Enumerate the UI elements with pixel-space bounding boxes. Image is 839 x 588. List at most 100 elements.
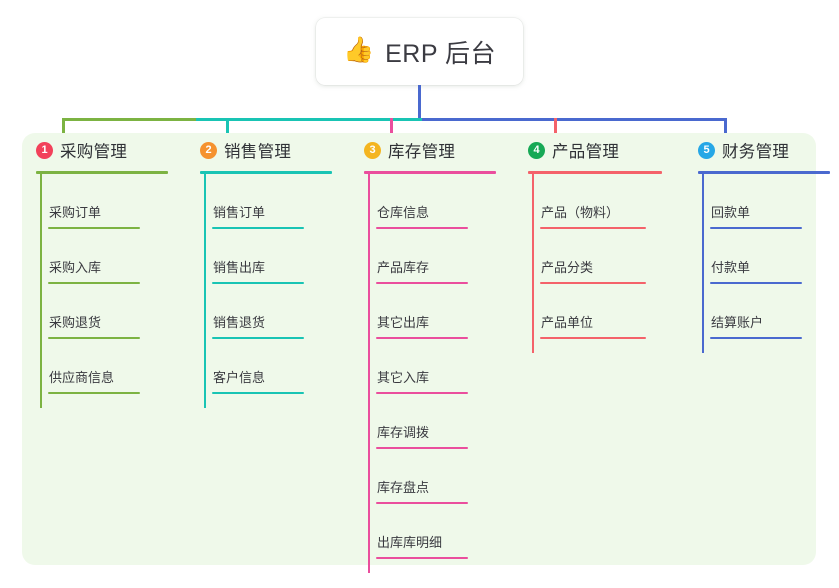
branch-trunk-5 xyxy=(702,173,704,353)
leaf-item-rule xyxy=(212,337,304,339)
leaf-item-label: 产品（物料） xyxy=(541,205,620,220)
leaf-item-label: 其它出库 xyxy=(377,315,430,330)
leaf-item-rule xyxy=(540,337,646,339)
branches-panel: 1 采购管理采购订单采购入库采购退货供应商信息 2 销售管理销售订单销售出库销售退货客… xyxy=(22,133,830,573)
branch-trunk-1 xyxy=(40,173,42,408)
leaf-item[interactable]: 其它入库 xyxy=(376,339,468,394)
leaf-item-rule xyxy=(710,337,802,339)
leaf-item[interactable]: 产品库存 xyxy=(376,229,468,284)
leaf-item-label: 回款单 xyxy=(711,205,751,220)
branch-trunk-2 xyxy=(204,173,206,408)
branch-trunk-3 xyxy=(368,173,370,573)
leaf-item-label: 销售退货 xyxy=(213,315,266,330)
branch-title-5: 财务管理 xyxy=(722,143,790,161)
leaf-item-rule xyxy=(376,227,468,229)
branch-column-4: 4 产品管理产品（物料） 产品分类产品单位 xyxy=(528,133,684,353)
leaf-item-label: 销售出库 xyxy=(213,260,266,275)
leaf-item-rule xyxy=(212,282,304,284)
connector-bar-green xyxy=(62,118,198,121)
leaf-item[interactable]: 其它出库 xyxy=(376,284,468,339)
leaf-item-label: 采购入库 xyxy=(49,260,102,275)
leaf-item-rule xyxy=(376,447,468,449)
branch-column-5: 5 财务管理回款单付款单结算账户 xyxy=(698,133,839,353)
root-node-erp-backend[interactable]: 👍 ERP 后台 xyxy=(316,18,523,85)
root-stem-connector xyxy=(418,85,421,121)
leaf-item-rule xyxy=(540,282,646,284)
leaf-item[interactable]: 采购退货 xyxy=(48,284,140,339)
branch-column-3: 3 库存管理仓库信息产品库存其它出库其它入库库存调拨库存盘点出库库明细 xyxy=(364,133,514,573)
branch-title-1: 采购管理 xyxy=(60,143,128,161)
leaf-item-rule xyxy=(48,227,140,229)
branch-header-rule-3 xyxy=(364,171,496,174)
branch-badge-3: 3 xyxy=(364,141,381,159)
leaf-item[interactable]: 产品（物料） xyxy=(540,174,646,229)
leaf-item-rule xyxy=(710,282,802,284)
leaf-item[interactable]: 采购订单 xyxy=(48,174,140,229)
branch-column-1: 1 采购管理采购订单采购入库采购退货供应商信息 xyxy=(36,133,186,408)
branch-badge-4: 4 xyxy=(528,141,545,159)
leaf-item-rule xyxy=(376,337,468,339)
branch-header-5[interactable]: 5 财务管理 xyxy=(698,133,839,167)
leaf-item[interactable]: 出库库明细 xyxy=(376,504,468,559)
leaf-item[interactable]: 供应商信息 xyxy=(48,339,140,394)
leaf-item[interactable]: 付款单 xyxy=(710,229,802,284)
branch-column-2: 2 销售管理销售订单销售出库销售退货客户信息 xyxy=(200,133,350,408)
leaf-item[interactable]: 销售出库 xyxy=(212,229,304,284)
connector-bar-blue xyxy=(422,118,726,121)
leaf-item-rule xyxy=(376,282,468,284)
leaf-item-rule xyxy=(376,392,468,394)
leaf-item-label: 出库库明细 xyxy=(377,535,443,550)
leaf-item-label: 采购订单 xyxy=(49,205,102,220)
leaf-item-label: 库存调拨 xyxy=(377,425,430,440)
leaf-item[interactable]: 采购入库 xyxy=(48,229,140,284)
leaf-item-label: 仓库信息 xyxy=(377,205,430,220)
leaf-item-label: 供应商信息 xyxy=(49,370,115,385)
leaf-item-label: 销售订单 xyxy=(213,205,266,220)
leaf-item-label: 采购退货 xyxy=(49,315,102,330)
leaf-item-label: 结算账户 xyxy=(711,315,764,330)
leaf-item-rule xyxy=(376,557,468,559)
branch-header-rule-4 xyxy=(528,171,662,174)
branch-header-rule-1 xyxy=(36,171,168,174)
leaf-item[interactable]: 库存盘点 xyxy=(376,449,468,504)
branch-header-2[interactable]: 2 销售管理 xyxy=(200,133,350,167)
root-node-title: ERP 后台 xyxy=(385,39,497,68)
leaf-item[interactable]: 回款单 xyxy=(710,174,802,229)
leaf-item-rule xyxy=(376,502,468,504)
leaf-item[interactable]: 仓库信息 xyxy=(376,174,468,229)
leaf-item-label: 库存盘点 xyxy=(377,480,430,495)
branch-title-3: 库存管理 xyxy=(388,143,456,161)
branch-header-4[interactable]: 4 产品管理 xyxy=(528,133,684,167)
leaf-item-label: 其它入库 xyxy=(377,370,430,385)
leaf-item[interactable]: 销售订单 xyxy=(212,174,304,229)
connector-bar-teal xyxy=(196,118,424,121)
branch-badge-1: 1 xyxy=(36,141,53,159)
branch-trunk-4 xyxy=(532,173,534,353)
leaf-item-rule xyxy=(48,392,140,394)
branch-header-rule-2 xyxy=(200,171,332,174)
leaf-item-label: 产品单位 xyxy=(541,315,594,330)
leaf-item-rule xyxy=(212,392,304,394)
branch-badge-5: 5 xyxy=(698,141,715,159)
leaf-item-label: 产品分类 xyxy=(541,260,594,275)
leaf-item-label: 付款单 xyxy=(711,260,751,275)
branch-header-1[interactable]: 1 采购管理 xyxy=(36,133,186,167)
thumbs-up-icon: 👍 xyxy=(342,36,375,64)
branch-title-4: 产品管理 xyxy=(552,143,620,161)
leaf-item[interactable]: 产品单位 xyxy=(540,284,646,339)
leaf-item[interactable]: 客户信息 xyxy=(212,339,304,394)
leaf-item[interactable]: 产品分类 xyxy=(540,229,646,284)
leaf-item-rule xyxy=(540,227,646,229)
leaf-item-rule xyxy=(710,227,802,229)
leaf-item-label: 产品库存 xyxy=(377,260,430,275)
branch-header-3[interactable]: 3 库存管理 xyxy=(364,133,514,167)
leaf-item-rule xyxy=(48,282,140,284)
leaf-item[interactable]: 结算账户 xyxy=(710,284,802,339)
branch-badge-2: 2 xyxy=(200,141,217,159)
leaf-item-rule xyxy=(212,227,304,229)
branch-header-rule-5 xyxy=(698,171,830,174)
leaf-item[interactable]: 库存调拨 xyxy=(376,394,468,449)
branch-title-2: 销售管理 xyxy=(224,143,292,161)
leaf-item[interactable]: 销售退货 xyxy=(212,284,304,339)
